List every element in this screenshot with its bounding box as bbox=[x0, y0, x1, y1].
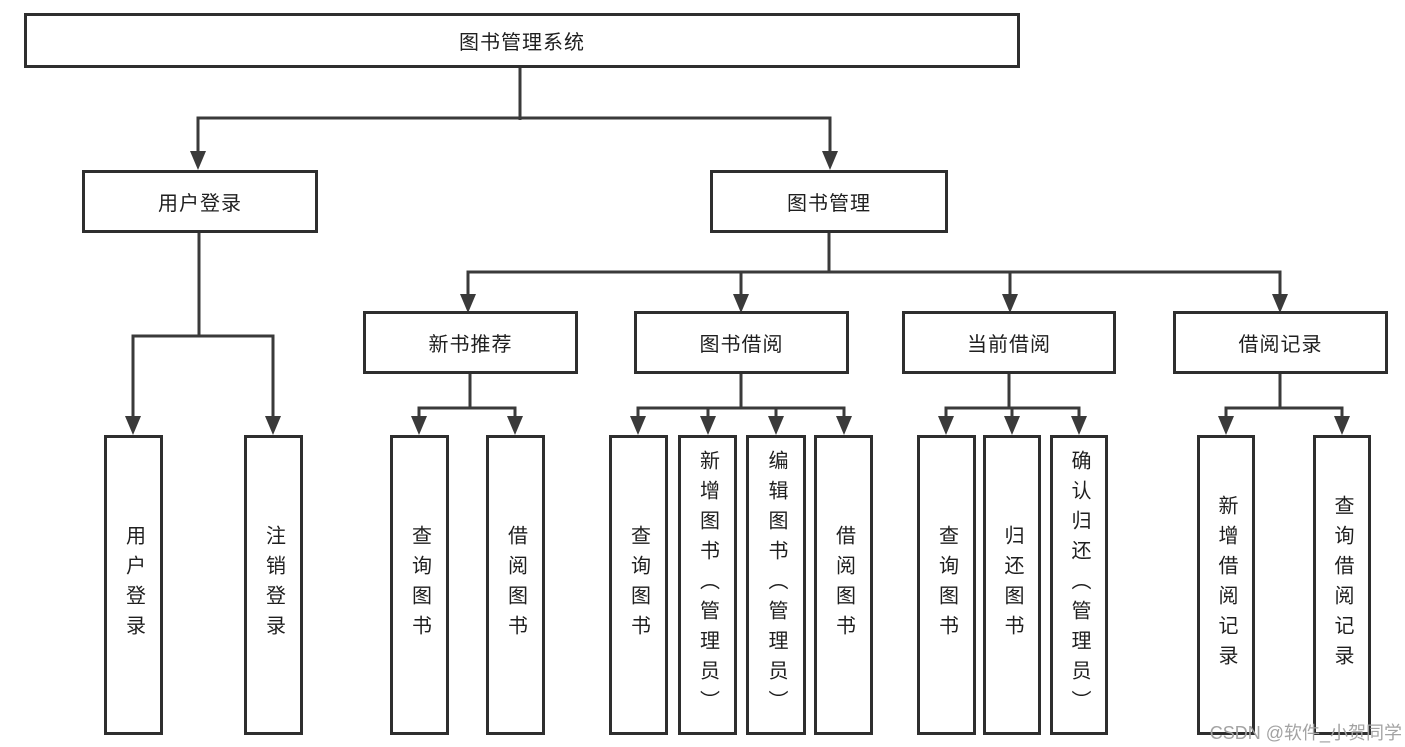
node-borrow-records: 借阅记录 bbox=[1173, 311, 1388, 374]
leaf-user-login: 用户登录 bbox=[104, 435, 163, 735]
leaf-return-book: 归还图书 bbox=[983, 435, 1041, 735]
leaf-borrow-book-recommend: 借阅图书 bbox=[486, 435, 545, 735]
node-new-book-recommend-label: 新书推荐 bbox=[428, 334, 513, 356]
leaf-query-book-borrow: 查询图书 bbox=[609, 435, 668, 735]
leaf-edit-book-admin-label: 编辑图书（管理员） bbox=[765, 450, 787, 720]
leaf-logout-label: 注销登录 bbox=[262, 525, 285, 645]
leaf-query-book-borrow-label: 查询图书 bbox=[627, 525, 650, 645]
leaf-query-book-recommend-label: 查询图书 bbox=[408, 525, 431, 645]
leaf-borrow-book-2: 借阅图书 bbox=[814, 435, 873, 735]
leaf-add-book-admin: 新增图书（管理员） bbox=[678, 435, 737, 735]
node-book-management: 图书管理 bbox=[710, 170, 948, 233]
node-root-label: 图书管理系统 bbox=[459, 32, 585, 54]
leaf-add-book-admin-label: 新增图书（管理员） bbox=[696, 450, 719, 720]
leaf-edit-book-admin: 编辑图书（管理员） bbox=[746, 435, 806, 735]
leaf-add-borrow-record-label: 新增借阅记录 bbox=[1215, 495, 1237, 675]
csdn-watermark: CSDN @软件_小贺同学 bbox=[1209, 723, 1402, 743]
leaf-query-book-current-label: 查询图书 bbox=[935, 525, 958, 645]
leaf-query-book-recommend: 查询图书 bbox=[390, 435, 449, 735]
node-user-login-label: 用户登录 bbox=[158, 193, 242, 215]
node-root: 图书管理系统 bbox=[24, 13, 1020, 68]
leaf-logout: 注销登录 bbox=[244, 435, 303, 735]
leaf-borrow-book-2-label: 借阅图书 bbox=[832, 525, 855, 645]
node-book-borrow: 图书借阅 bbox=[634, 311, 849, 374]
connector-path bbox=[131, 68, 1344, 419]
node-book-management-label: 图书管理 bbox=[787, 193, 871, 215]
leaf-user-login-label: 用户登录 bbox=[122, 525, 145, 645]
node-current-borrow-label: 当前借阅 bbox=[967, 334, 1051, 356]
node-book-borrow-label: 图书借阅 bbox=[699, 334, 784, 356]
leaf-confirm-return-admin: 确认归还（管理员） bbox=[1050, 435, 1108, 735]
leaf-add-borrow-record: 新增借阅记录 bbox=[1197, 435, 1255, 735]
leaf-query-borrow-record: 查询借阅记录 bbox=[1313, 435, 1371, 735]
leaf-confirm-return-admin-label: 确认归还（管理员） bbox=[1068, 450, 1090, 720]
leaf-query-book-current: 查询图书 bbox=[917, 435, 976, 735]
node-current-borrow: 当前借阅 bbox=[902, 311, 1116, 374]
leaf-borrow-book-recommend-label: 借阅图书 bbox=[504, 525, 527, 645]
leaf-query-borrow-record-label: 查询借阅记录 bbox=[1331, 495, 1353, 675]
node-user-login: 用户登录 bbox=[82, 170, 318, 233]
node-new-book-recommend: 新书推荐 bbox=[363, 311, 578, 374]
node-borrow-records-label: 借阅记录 bbox=[1238, 334, 1323, 356]
leaf-return-book-label: 归还图书 bbox=[1001, 525, 1023, 645]
